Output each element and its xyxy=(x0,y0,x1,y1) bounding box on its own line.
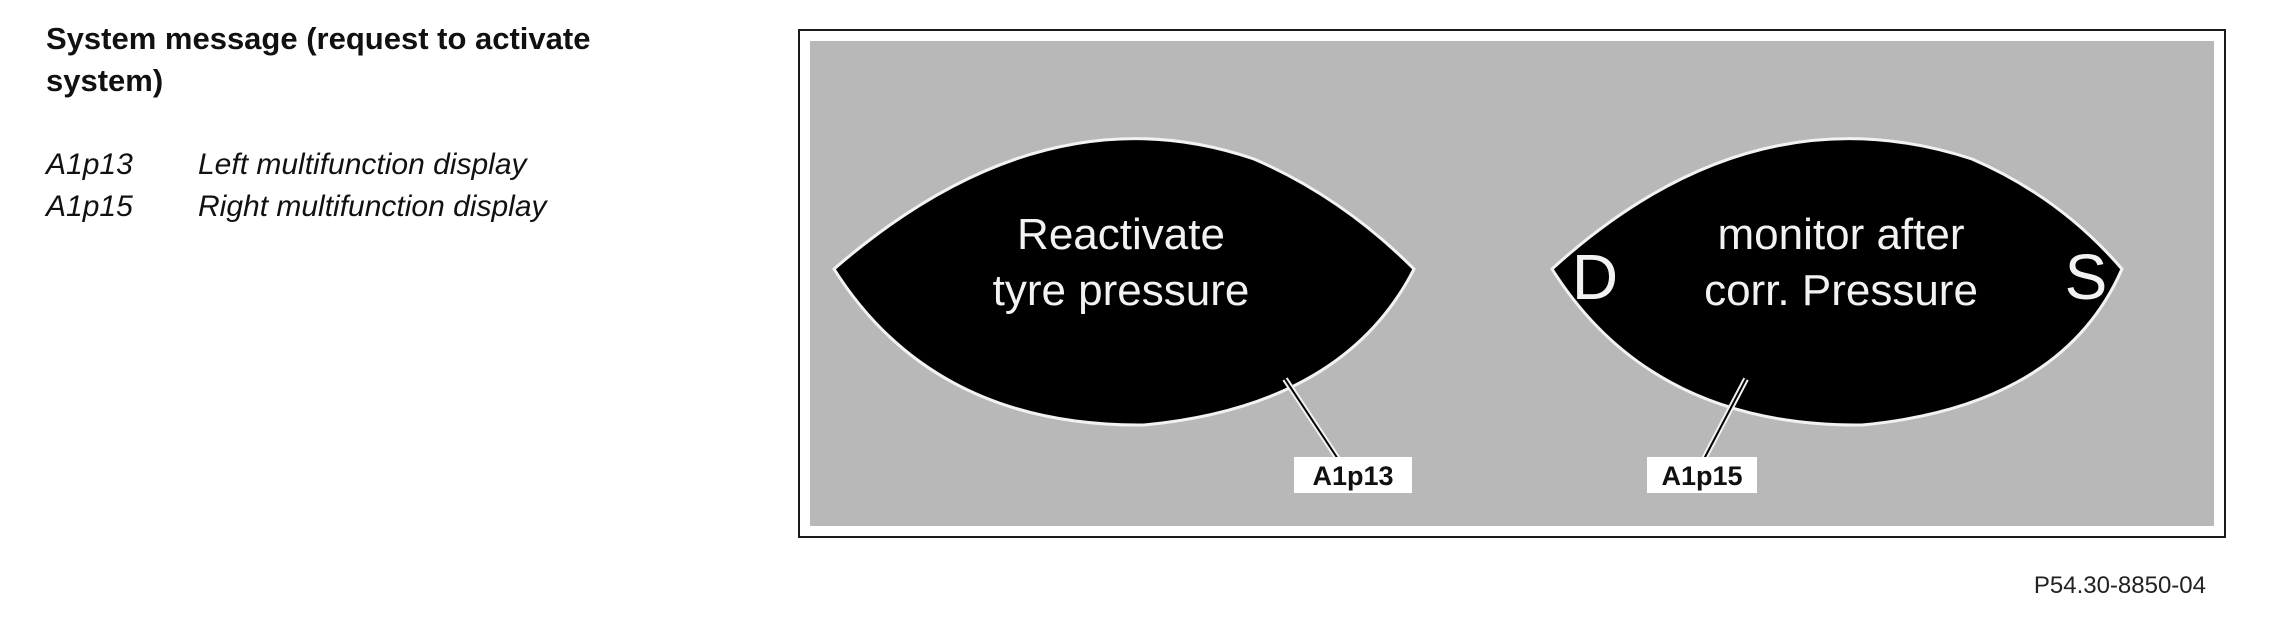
legend-item: A1p15 Right multifunction display xyxy=(46,186,547,228)
right-display-line1: monitor after xyxy=(1718,210,1965,259)
legend-list: A1p13 Left multifunction display A1p15 R… xyxy=(46,144,547,228)
right-display-letter-s: S xyxy=(2065,241,2108,313)
right-callout-label: A1p15 xyxy=(1661,461,1742,491)
section-heading: System message (request to activate syst… xyxy=(46,21,591,98)
instrument-cluster-figure: Reactivate tyre pressure D monitor after… xyxy=(798,29,2226,538)
legend-item: A1p13 Left multifunction display xyxy=(46,144,547,186)
multifunction-displays-illustration: Reactivate tyre pressure D monitor after… xyxy=(832,137,2124,493)
right-callout-box xyxy=(1647,457,1757,493)
left-callout-box xyxy=(1294,457,1412,493)
figure-reference-number: P54.30-8850-04 xyxy=(2033,572,2206,599)
legend-description: Right multifunction display xyxy=(198,190,547,223)
left-display-line1: Reactivate xyxy=(1017,210,1225,259)
legend-code: A1p15 xyxy=(46,190,133,223)
right-display-letter-d: D xyxy=(1572,241,1618,313)
right-callout-leader xyxy=(1701,377,1749,461)
left-callout-label: A1p13 xyxy=(1312,461,1393,491)
right-display-shape xyxy=(1550,137,2124,427)
left-display-line2: tyre pressure xyxy=(993,266,1250,315)
figure-panel: Reactivate tyre pressure D monitor after… xyxy=(810,41,2214,526)
left-display-shape xyxy=(832,137,1416,427)
left-callout-leader xyxy=(1282,377,1341,461)
legend-code: A1p13 xyxy=(46,148,133,181)
legend-description: Left multifunction display xyxy=(198,148,527,181)
right-display-line2: corr. Pressure xyxy=(1704,266,1978,315)
